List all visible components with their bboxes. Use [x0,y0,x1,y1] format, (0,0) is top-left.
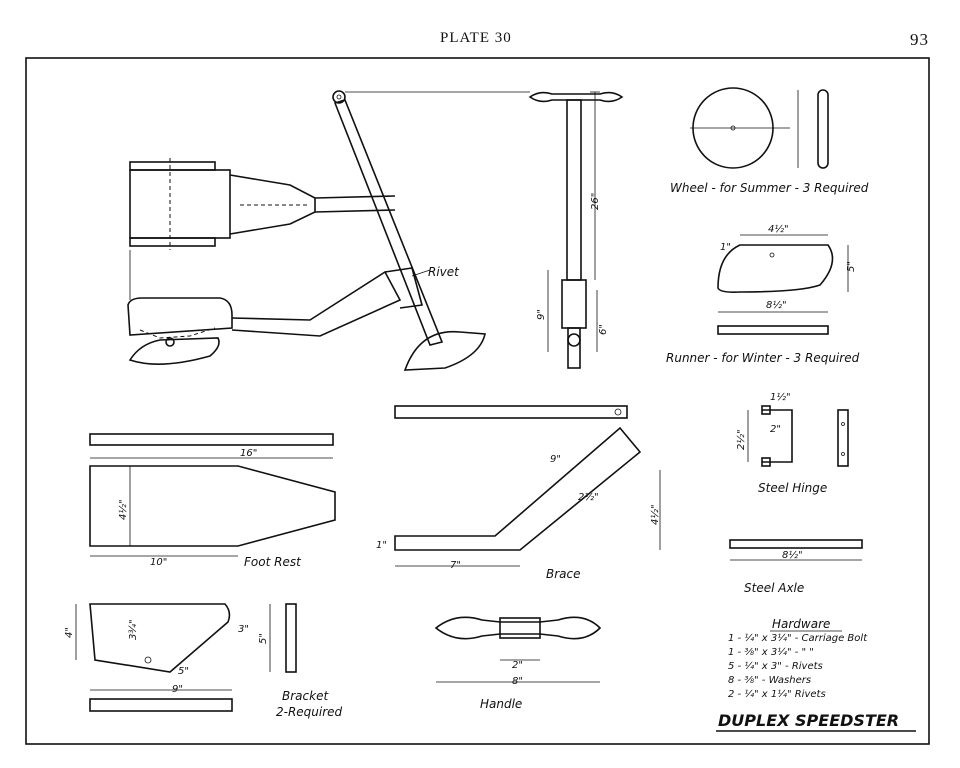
hinge-2-dim: 2" [770,424,781,435]
bracket-9-dim: 9" [172,684,183,695]
foot-rest-label: Foot Rest [244,555,302,569]
bracket-5in-dim: 5" [258,633,269,644]
hardware-item: 1 - ⅜" x 3¼" - " " [728,646,814,658]
hardware-heading: Hardware [772,617,830,631]
brace-1-dim: 1" [376,540,387,551]
bracket-3-dim: 3" [238,624,249,635]
handle-height-dim: 26" [590,193,601,210]
plate-title: PLATE 30 [440,30,512,46]
runner-nose-dim: 1" [720,242,731,253]
handle-front-view: 26" 9" 6" [528,91,624,369]
rivet-label: Rivet [428,265,460,279]
steel-hinge-label: Steel Hinge [758,481,827,495]
hardware-item: 8 - ⅜" - Washers [728,675,811,686]
steel-axle-drawing: 8½" Steel Axle [729,539,863,595]
bracket-4-dim: 4" [64,627,75,638]
foot-rest-drawing: 16" 4½" 10" Foot Rest [89,433,336,569]
hardware-item: 2 - ¼" x 1¼" Rivets [728,688,826,700]
bracket-drawing: 4" 3¾" 5" 3" 5" 9" Bracket 2-Required [64,603,343,719]
runner-height-dim: 5" [846,261,857,272]
brace-4half-dim: 4½" [649,504,661,525]
hinge-1half-dim: 1½" [770,391,791,403]
foot-16-dim: 16" [240,448,257,459]
hardware-item: 5 - ¼" x 3" - Rivets [728,660,823,672]
wheel-drawing: Wheel - for Summer - 3 Required [670,87,869,195]
runner-label: Runner - for Winter - 3 Required [666,351,860,365]
wheel-label: Wheel - for Summer - 3 Required [670,181,869,195]
handle-label: Handle [480,697,522,711]
handle-2-dim: 2" [512,660,523,671]
plate-border [25,57,930,745]
lower-6-dim: 6" [598,324,609,335]
lower-9-dim: 9" [536,309,547,320]
runner-length-dim: 8½" [766,299,787,311]
foot-4half-dim: 4½" [117,499,129,520]
handle-8-dim: 8" [512,676,523,687]
bracket-5-dim: 5" [178,666,189,677]
handle-drawing: 2" 8" Handle [434,616,602,711]
brace-drawing: 9" 2½" 4½" 1" 7" Brace [376,405,661,581]
brace-7-dim: 7" [450,560,461,571]
hardware-list: Hardware 1 - ¼" x 3¼" - Carriage Bolt 1 … [728,617,868,700]
steel-axle-label: Steel Axle [744,581,804,595]
bracket-3-4-dim: 3¾" [128,619,139,640]
brace-9-dim: 9" [550,454,561,465]
runner-drawing: 4½" 1" 5" 8½" Runner - for Winter - 3 Re… [666,223,860,365]
brace-label: Brace [546,567,581,581]
brace-2half-dim: 2½" [578,491,599,503]
axle-length-dim: 8½" [782,549,803,561]
bracket-required-label: 2-Required [276,705,343,719]
assembly-top-view [129,158,396,300]
steel-hinge-drawing: 2½" 2" 1½" Steel Hinge [735,391,849,495]
assembly-side-view: Rivet [127,90,530,371]
foot-10-dim: 10" [150,557,167,568]
drawing-title: DUPLEX SPEEDSTER [718,711,899,730]
runner-hole-dim: 4½" [768,223,789,235]
hardware-item: 1 - ¼" x 3¼" - Carriage Bolt [728,632,868,644]
page-number: 93 [910,30,929,49]
bracket-label: Bracket [282,689,329,703]
hinge-2half-dim: 2½" [735,429,747,450]
